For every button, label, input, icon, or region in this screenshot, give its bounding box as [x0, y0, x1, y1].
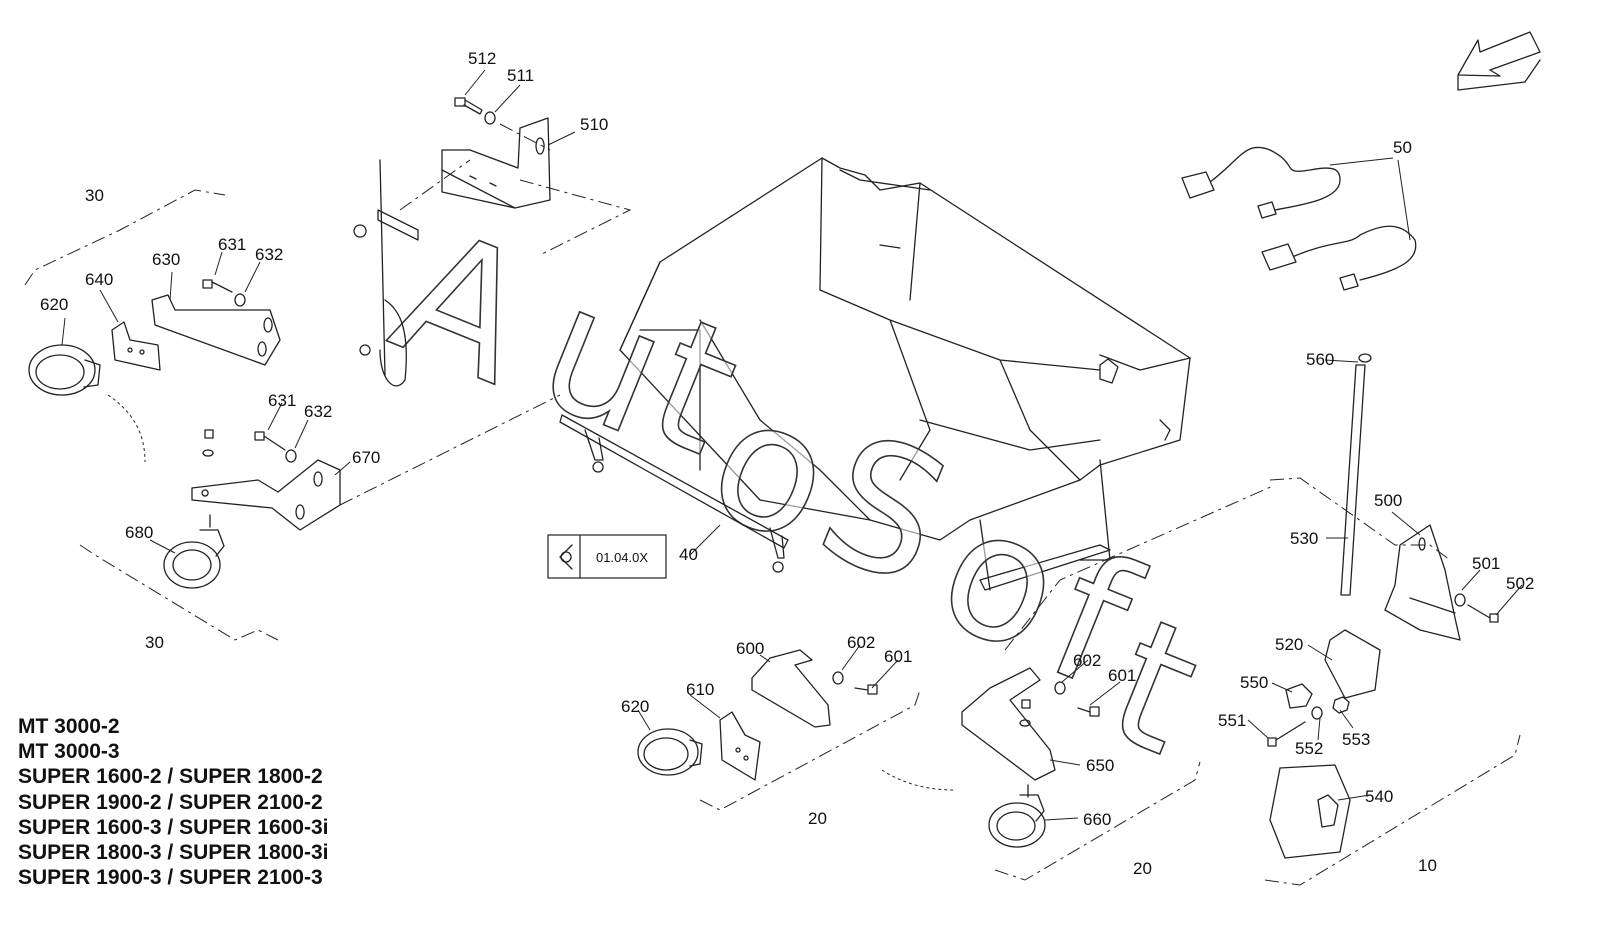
callout-650: 650	[1086, 756, 1114, 775]
part-680-worklamp-bottom	[163, 429, 225, 589]
group-bracket-10-top	[1269, 477, 1451, 561]
callout-50: 50	[1393, 138, 1412, 157]
direction-arrow-icon	[1457, 31, 1541, 91]
callout-512: 512	[468, 49, 496, 68]
callout-602-right: 602	[1073, 651, 1101, 670]
model-item: MT 3000-2	[18, 715, 120, 738]
part-511-washer	[484, 111, 496, 125]
callout-620-left: 620	[40, 295, 68, 314]
part-632-washer-top	[234, 293, 246, 307]
callout-631-top: 631	[218, 235, 246, 254]
part-552-washer	[1311, 706, 1323, 720]
callout-630: 630	[152, 250, 180, 269]
part-620-worklamp-left	[28, 344, 101, 396]
leader-lines	[61, 69, 1523, 821]
callout-602-middle: 602	[847, 633, 875, 652]
part-502-bolt	[1467, 604, 1499, 623]
callout-510: 510	[580, 115, 608, 134]
part-530-pole	[1340, 364, 1366, 596]
part-631-bolt-top	[202, 279, 233, 293]
callout-10: 10	[1418, 856, 1437, 875]
group-bracket-30-top	[24, 189, 226, 286]
swap-arrow-left	[107, 394, 146, 463]
callout-labels: 10 20 20 30 30 40 50 500 501 502 510 511…	[40, 49, 1534, 878]
part-551-bolt	[1267, 721, 1306, 747]
part-560-cap	[1358, 353, 1372, 363]
part-650-mounting-plate	[961, 667, 1056, 781]
part-510-bracket	[353, 117, 551, 387]
callout-632-top: 632	[255, 245, 283, 264]
model-item: SUPER 1800-3 / SUPER 1800-3i	[18, 841, 329, 865]
callout-530: 530	[1290, 529, 1318, 548]
callout-540: 540	[1365, 787, 1393, 806]
part-602-washer-middle	[832, 671, 844, 685]
part-50-cable-harness	[1181, 146, 1417, 291]
part-40-light-bar	[559, 414, 789, 573]
part-501-washer	[1454, 593, 1466, 607]
model-item: SUPER 1600-3 / SUPER 1600-3i	[18, 815, 329, 839]
part-620-worklamp-middle	[637, 728, 703, 776]
callout-620-middle: 620	[621, 697, 649, 716]
callout-601-right: 601	[1108, 666, 1136, 685]
model-item: SUPER 1900-3 / SUPER 2100-3	[18, 866, 323, 890]
part-512-bolt	[454, 97, 483, 115]
eye-view-icon	[559, 544, 573, 570]
group-bracket-20-middle	[699, 689, 921, 811]
callout-640: 640	[85, 270, 113, 289]
callout-20-right: 20	[1133, 859, 1152, 878]
callout-502: 502	[1506, 574, 1534, 593]
part-540-rear-lamp	[1269, 764, 1351, 859]
callout-631-bottom: 631	[268, 391, 296, 410]
part-550-knob	[1285, 683, 1313, 709]
callout-20-middle: 20	[808, 809, 827, 828]
group-bracket-30-bottom	[79, 544, 279, 641]
callout-601-middle: 601	[884, 647, 912, 666]
callout-511: 511	[507, 66, 534, 85]
callout-501: 501	[1472, 554, 1500, 573]
assembly-line-670	[339, 394, 561, 506]
callout-40: 40	[679, 545, 698, 564]
hopper-body	[619, 157, 1191, 591]
assembly-line-510	[399, 123, 632, 256]
part-630-mounting-plate	[151, 294, 281, 366]
part-500-mounting-bracket	[1384, 524, 1461, 641]
callout-553: 553	[1342, 730, 1370, 749]
callout-670: 670	[352, 448, 380, 467]
swap-arrow-right	[881, 769, 956, 791]
model-list: MT 3000-2 MT 3000-3 SUPER 1600-2 / SUPER…	[18, 714, 329, 890]
part-601-bolt-right	[1077, 706, 1100, 717]
reference-box-label: 01.04.0X	[596, 550, 648, 565]
watermark-letter-a: A	[369, 191, 556, 424]
callout-520: 520	[1275, 635, 1303, 654]
callout-660: 660	[1083, 810, 1111, 829]
callout-500: 500	[1374, 491, 1402, 510]
part-631-bolt-bottom	[254, 431, 286, 451]
callout-632-bottom: 632	[304, 402, 332, 421]
part-553-nut	[1332, 696, 1350, 714]
callout-551: 551	[1218, 711, 1246, 730]
part-640-lamp-bracket-left	[111, 321, 161, 371]
model-item: MT 3000-3	[18, 740, 120, 764]
part-520-clamp	[1324, 629, 1381, 699]
part-601-bolt-middle	[854, 684, 878, 695]
model-item: SUPER 1900-2 / SUPER 2100-2	[18, 790, 323, 814]
part-602-washer-right	[1054, 681, 1066, 695]
part-600-mounting-plate	[751, 649, 831, 728]
part-610-lamp-bracket	[719, 711, 761, 781]
model-item: SUPER 1600-2 / SUPER 1800-2	[18, 765, 323, 789]
callout-560: 560	[1306, 350, 1334, 369]
callout-552: 552	[1295, 739, 1323, 758]
callout-600: 600	[736, 639, 764, 658]
assembly-line-650	[1004, 484, 1276, 651]
callout-550: 550	[1240, 673, 1268, 692]
part-670-mounting-plate	[191, 459, 341, 531]
part-632-washer-bottom	[285, 449, 297, 463]
callout-30-bottom: 30	[145, 633, 164, 652]
reference-box: 01.04.0X	[547, 534, 667, 579]
part-660-worklamp-right	[988, 699, 1046, 848]
callout-680: 680	[125, 523, 153, 542]
callout-30-top: 30	[85, 186, 104, 205]
callout-610: 610	[686, 680, 714, 699]
